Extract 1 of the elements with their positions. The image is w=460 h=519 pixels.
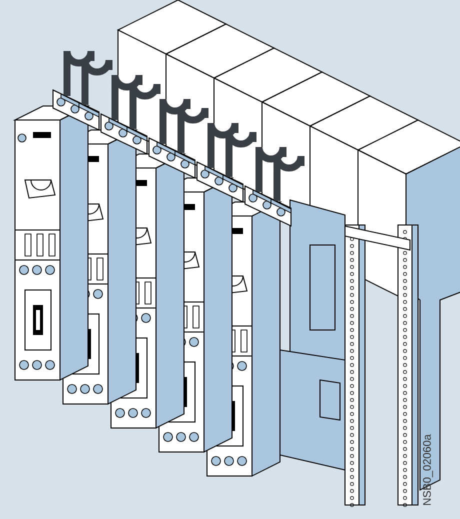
drawing-number: NSB0_02060a <box>423 434 433 505</box>
